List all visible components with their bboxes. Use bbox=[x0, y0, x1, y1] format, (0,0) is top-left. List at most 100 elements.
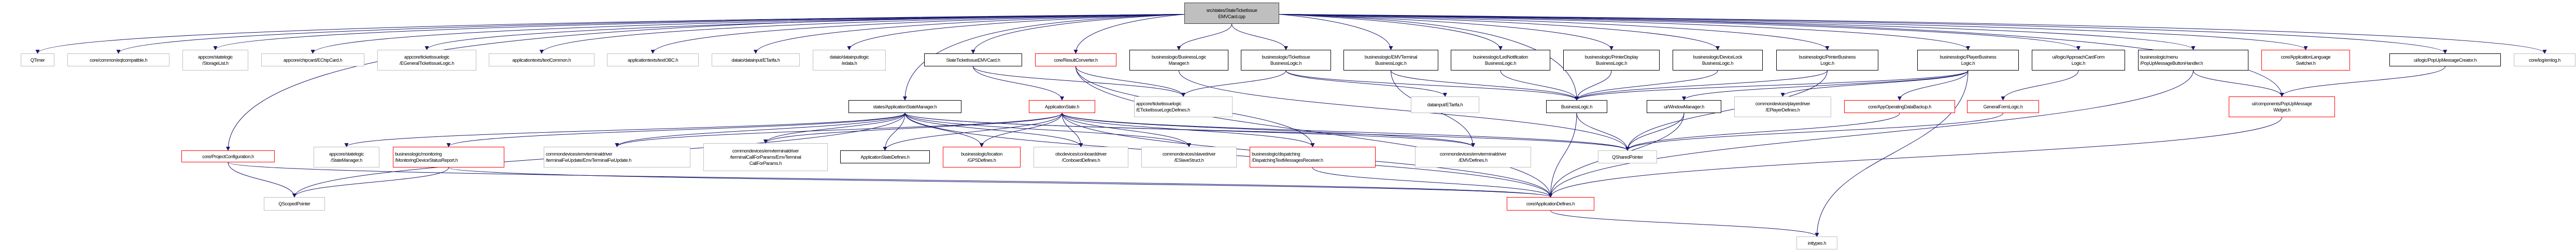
node-eticketdefines[interactable]: appcore/ticketissuelogic /ETicketIssueLo… bbox=[1134, 96, 1233, 117]
edge-root-to-ticketissuebl bbox=[1232, 23, 1288, 50]
node-ticketissuebl[interactable]: businesslogic/TicketIssue BusinessLogic.… bbox=[1241, 50, 1331, 71]
node-label: GeneralFormLogic.h bbox=[1983, 104, 2023, 109]
node-textcommon[interactable]: applicationtexts/textCommon.h bbox=[489, 53, 595, 66]
edge-root-to-popupwidget bbox=[1279, 14, 2284, 97]
edge-businesslogic-to-appdefines bbox=[1548, 113, 1577, 198]
edge-stateticket_h-to-appstate bbox=[973, 66, 1064, 101]
node-popupwidget[interactable]: ui/components/PopUpMessage Widget.h bbox=[2229, 96, 2335, 117]
edge-monitoring-to-appdefines bbox=[448, 167, 1552, 198]
node-resultconverter[interactable]: core/ResultConverter.h bbox=[1035, 53, 1116, 66]
edge-monitoring-to-qscopedpointer bbox=[292, 167, 449, 198]
node-label: businesslogic/PrinterBusiness Logic.h bbox=[1799, 54, 1856, 66]
node-blmanager[interactable]: businesslogic/BusinessLogic Manager.h bbox=[1129, 50, 1228, 71]
edge-root-to-eqtcompatible bbox=[116, 14, 1185, 54]
edge-root-to-langswitcher bbox=[1279, 14, 2308, 50]
edge-printerbl-to-qsharedpointer bbox=[1625, 70, 1828, 151]
node-root[interactable]: src/states/StateTicketIssue EMVCard.cpp bbox=[1184, 3, 1279, 24]
edge-root-to-emvterminalbl bbox=[1279, 14, 1393, 50]
node-label: businesslogic/monitoring /MonitoringDevi… bbox=[395, 151, 458, 163]
node-ledbl[interactable]: businesslogic/LedNotification BusinessLo… bbox=[1451, 50, 1550, 71]
node-appstatedefines[interactable]: ApplicationStateDefines.h bbox=[840, 150, 930, 163]
node-monitoring[interactable]: businesslogic/monitoring /MonitoringDevi… bbox=[393, 147, 504, 168]
node-fwupdate[interactable]: commondevices/emvterminaldriver /termina… bbox=[544, 147, 690, 168]
edge-appstate-to-gpsdefines bbox=[980, 113, 1063, 147]
node-label: ApplicationState.h bbox=[1044, 104, 1080, 109]
node-label: appcore/ticketissuelogic /EGeneralTicket… bbox=[399, 54, 455, 66]
node-label: BusinessLogic.h bbox=[1561, 104, 1593, 109]
node-label: ApplicationStateDefines.h bbox=[860, 154, 910, 160]
node-label: core/ApplicationDefines.h bbox=[1526, 201, 1575, 206]
node-textobc[interactable]: applicationtexts/textOBC.h bbox=[607, 53, 699, 66]
node-appdefines[interactable]: core/ApplicationDefines.h bbox=[1507, 197, 1594, 211]
node-label: commondevices/playerdriver /EPlayerDefin… bbox=[1755, 101, 1810, 113]
node-popupbuttonhandler[interactable]: businesslogic/menu /PopUpMessageButtonHa… bbox=[2138, 50, 2248, 71]
edge-appstate-to-qsharedpointer bbox=[1061, 113, 1630, 151]
node-label: core/ResultConverter.h bbox=[1054, 57, 1098, 63]
node-callforparams[interactable]: commondevices/emvterminaldriver /termina… bbox=[703, 143, 828, 171]
node-inttypes[interactable]: inttypes.h bbox=[1796, 236, 1837, 249]
node-qsharedpointer[interactable]: QSharedPointer bbox=[1598, 150, 1657, 163]
node-printerdisplaybl[interactable]: businesslogic/PrinterDisplay BusinessLog… bbox=[1563, 50, 1660, 71]
node-label: businesslogic/BusinessLogic Manager.h bbox=[1151, 54, 1207, 66]
node-approachcard[interactable]: ui/logic/ApproachCardForm Logic.h bbox=[2032, 50, 2125, 71]
node-playerbl[interactable]: businesslogic/PlayerBusiness Logic.h bbox=[1917, 50, 2019, 71]
node-appstate[interactable]: ApplicationState.h bbox=[1029, 100, 1095, 113]
node-dataio-etarifa[interactable]: dataio/datainput/ETarifa.h bbox=[712, 53, 800, 66]
node-label: applicationtexts/textOBC.h bbox=[628, 57, 678, 63]
node-windowmanager[interactable]: ui/WindowManager.h bbox=[1647, 100, 1721, 113]
edge-root-to-printerdisplaybl bbox=[1279, 14, 1613, 50]
node-echipcard[interactable]: appcore/chipcard/EChipCard.h bbox=[261, 53, 364, 66]
node-qscopedpointer[interactable]: QScopedPointer bbox=[264, 197, 325, 211]
node-edata[interactable]: dataio/datainputlogic /edata.h bbox=[813, 50, 886, 71]
node-devicelockbl[interactable]: businesslogic/DeviceLock BusinessLogic.h bbox=[1673, 50, 1763, 71]
edge-appdefines-to-inttypes bbox=[1550, 210, 1819, 237]
node-generalformlogic[interactable]: GeneralFormLogic.h bbox=[1967, 100, 2039, 113]
node-langswitcher[interactable]: core/ApplicationLanguage Switcher.h bbox=[2261, 50, 2350, 71]
edge-appstatemanager-to-gpsdefines bbox=[904, 113, 984, 147]
node-popupcreator[interactable]: ui/logic/PopUpMessageCreator.h bbox=[2389, 53, 2501, 66]
node-label: appcore/statelogic /StorageList.h bbox=[198, 54, 233, 66]
node-businesslogic[interactable]: BusinessLogic.h bbox=[1546, 100, 1607, 113]
node-appstatemanager[interactable]: states/ApplicationStateManager.h bbox=[848, 100, 961, 113]
edge-appstatemanager-to-qsharedpointer bbox=[904, 113, 1630, 151]
node-printerbl[interactable]: businesslogic/PrinterBusiness Logic.h bbox=[1776, 50, 1878, 71]
node-emvdefines[interactable]: commondevices/emvterminaldriver /EMVDefi… bbox=[1415, 147, 1531, 168]
node-qtimer[interactable]: QTimer bbox=[21, 53, 54, 66]
node-conboarddefines[interactable]: obcdevices/conboarddriver /ConboardDefin… bbox=[1034, 147, 1128, 168]
node-label: businesslogic/DeviceLock BusinessLogic.h bbox=[1693, 54, 1743, 66]
node-label: datainput/ETarifa.h bbox=[1427, 102, 1463, 107]
edge-popupcreator-to-popupwidget bbox=[2280, 66, 2445, 97]
edge-appstate-to-conboarddefines bbox=[1061, 113, 1083, 147]
node-eqtcompatible[interactable]: core/common/eqtcompatible.h bbox=[67, 53, 169, 66]
node-statemanager[interactable]: appcore/statelogic /StateManager.h bbox=[314, 147, 379, 168]
node-eslavestruct[interactable]: commondevices/slavedriver /ESlaveStruct.… bbox=[1141, 147, 1237, 168]
node-label: businesslogic/PlayerBusiness Logic.h bbox=[1940, 54, 1997, 66]
node-egeneralticket[interactable]: appcore/ticketissuelogic /EGeneralTicket… bbox=[377, 50, 476, 71]
node-emlog[interactable]: core/log/emlog.h bbox=[2514, 53, 2575, 66]
node-label: dataio/datainputlogic /edata.h bbox=[829, 54, 869, 66]
node-label: inttypes.h bbox=[1807, 240, 1827, 246]
edge-appstate-to-dispatching bbox=[1061, 113, 1315, 147]
node-emvterminalbl[interactable]: businesslogic/EMVTerminal BusinessLogic.… bbox=[1343, 50, 1438, 71]
node-eplayerdefines[interactable]: commondevices/playerdriver /EPlayerDefin… bbox=[1734, 96, 1831, 117]
node-projectconfig[interactable]: core/ProjectConfiguration.h bbox=[181, 150, 275, 162]
node-datainput-etarifa[interactable]: datainput/ETarifa.h bbox=[1411, 96, 1479, 113]
edge-windowmanager-to-qsharedpointer bbox=[1625, 113, 1685, 151]
node-dispatching[interactable]: businesslogic/dispatching /DispatchingTe… bbox=[1250, 147, 1376, 168]
node-label: businesslogic/dispatching /DispatchingTe… bbox=[1252, 151, 1323, 163]
edge-projectconfig-to-appdefines bbox=[228, 162, 1552, 198]
node-storagelist[interactable]: appcore/statelogic /StorageList.h bbox=[182, 50, 248, 71]
edge-appstate-to-appstatedefines bbox=[883, 113, 1063, 151]
edge-popupbuttonhandler-to-popupwidget bbox=[2193, 70, 2284, 97]
edge-popupwidget-to-appdefines bbox=[1548, 117, 2282, 198]
edge-root-to-appstatemanager bbox=[903, 14, 1185, 101]
node-label: appcore/statelogic /StateManager.h bbox=[329, 151, 364, 163]
node-appopbackup[interactable]: core/AppOperatingDataBackup.h bbox=[1844, 100, 1955, 113]
node-label: appcore/chipcard/EChipCard.h bbox=[283, 57, 343, 63]
node-label: businesslogic/LedNotification BusinessLo… bbox=[1473, 54, 1528, 66]
node-stateticket-h[interactable]: StateTicketIssueEMVCard.h bbox=[924, 53, 1022, 66]
node-gpsdefines[interactable]: businesslogic/location /GPSDefines.h bbox=[943, 147, 1021, 168]
edge-blmanager-to-qsharedpointer bbox=[1179, 70, 1630, 151]
edge-appstatemanager-to-monitoring bbox=[446, 113, 905, 147]
